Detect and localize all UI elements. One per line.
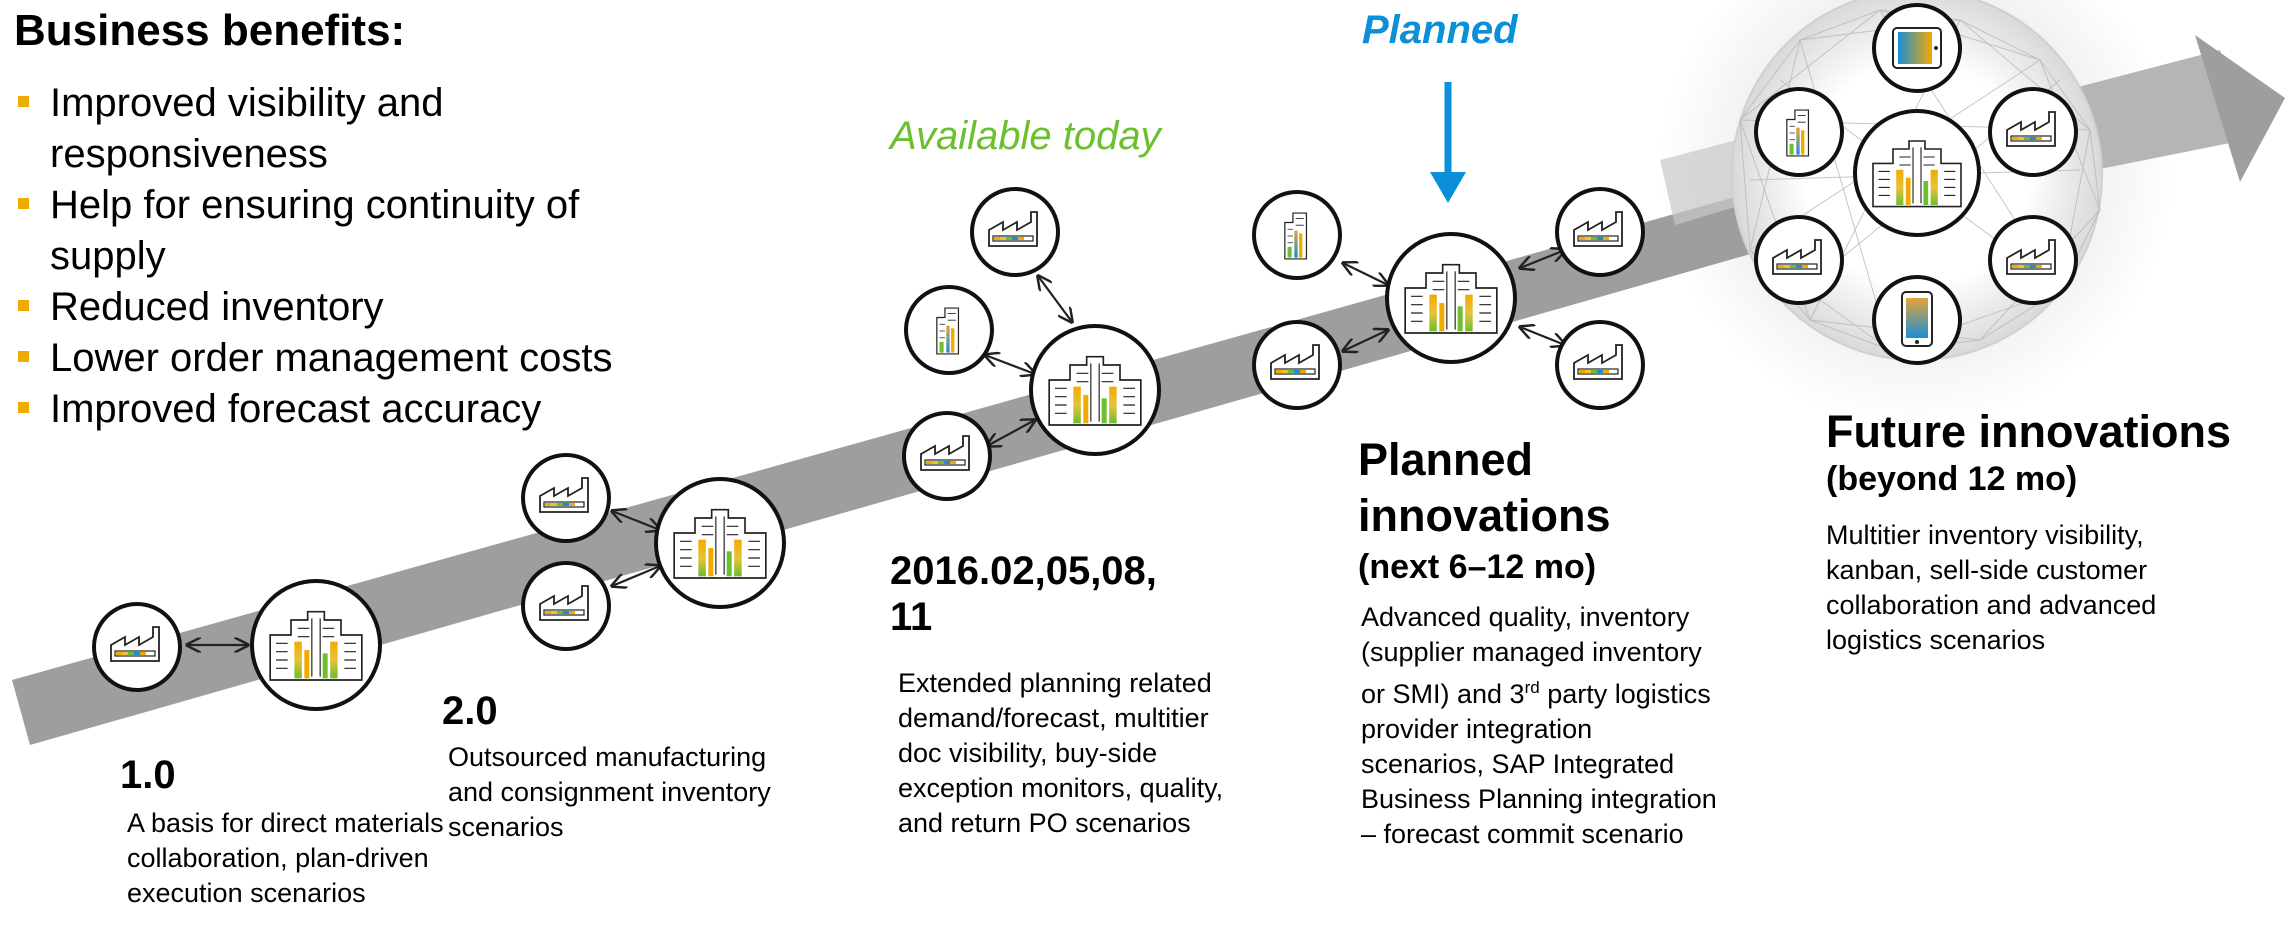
factory-icon [1754, 215, 1844, 305]
benefit-item: Improved forecast accuracy [14, 384, 690, 435]
future-innovations-subtitle: (beyond 12 mo) [1826, 460, 2078, 498]
planned-innovations-title: Planned innovations [1358, 434, 1611, 541]
bullet-icon [18, 96, 29, 107]
bullet-icon [18, 351, 29, 362]
building-icon [1853, 109, 1981, 237]
bullet-icon [18, 198, 29, 209]
planned-label: Planned [1362, 8, 1518, 52]
factory-icon [902, 411, 992, 501]
stage-2016-title: 2016.02,05,08, 11 [890, 549, 1157, 639]
smartphone-screen [1901, 291, 1933, 347]
factory-icon [1252, 320, 1342, 410]
building-icon [250, 579, 382, 711]
factory-icon [521, 453, 611, 543]
bullet-icon [18, 402, 29, 413]
stage-2-title: 2.0 [442, 689, 498, 733]
building-icon [1385, 232, 1517, 364]
benefit-item: Improved visibility and responsiveness [14, 78, 690, 180]
benefit-item: Lower order management costs [14, 333, 690, 384]
stage-1-description: A basis for direct materials collaborati… [127, 808, 444, 908]
benefits-list: Improved visibility and responsiveness H… [14, 78, 690, 435]
tablet-screen [1892, 27, 1942, 69]
stage-2016-description: Extended planning related demand/forecas… [898, 668, 1224, 838]
roadmap-arrowhead [2195, 35, 2285, 182]
factory-icon [1555, 320, 1645, 410]
planned-innovations-description: Advanced quality, inventory (supplier ma… [1361, 602, 1717, 849]
factory-icon [1988, 87, 2078, 177]
factory-icon [970, 187, 1060, 277]
double-arrow-icon [187, 250, 1565, 645]
building-icon [1029, 324, 1161, 456]
benefits-title: Business benefits: [14, 6, 406, 55]
down-arrow-icon [1430, 82, 1466, 203]
factory-icon [1555, 187, 1645, 277]
benefit-item: Reduced inventory [14, 282, 690, 333]
factory-icon [92, 602, 182, 692]
benefit-item: Help for ensuring continuity of supply [14, 180, 690, 282]
planned-innovations-subtitle: (next 6–12 mo) [1358, 548, 1597, 586]
building-icon [654, 477, 786, 609]
bullet-icon [18, 300, 29, 311]
future-innovations-description: Multitier inventory visibility, kanban, … [1826, 520, 2157, 655]
factory-icon [521, 561, 611, 651]
stage-2-description: Outsourced manufacturing and consignment… [448, 742, 771, 842]
available-today-label: Available today [890, 114, 1161, 158]
factory-icon [1988, 215, 2078, 305]
future-innovations-title: Future innovations [1826, 406, 2231, 457]
stage-1-title: 1.0 [120, 753, 176, 797]
